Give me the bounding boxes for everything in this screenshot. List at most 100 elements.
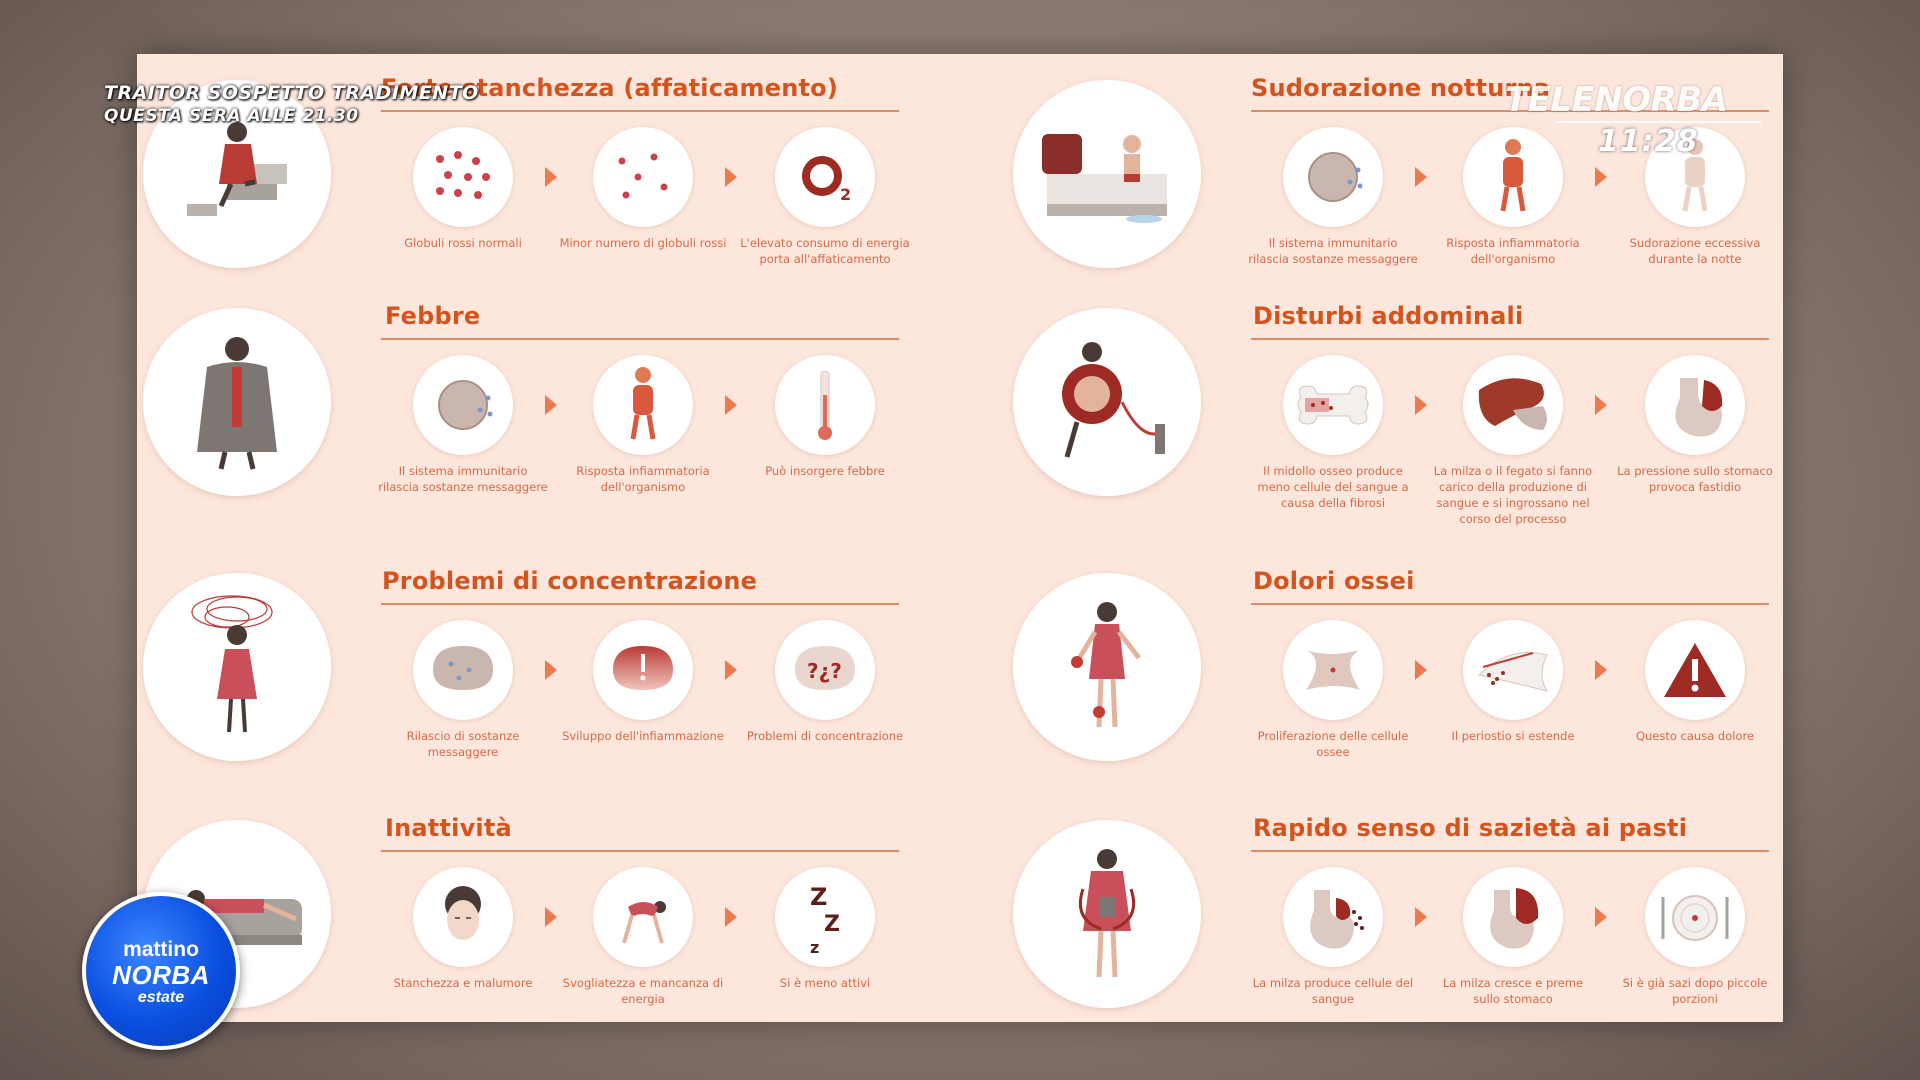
section-title: Inattività	[385, 814, 512, 842]
immune-cell-icon	[1283, 127, 1383, 227]
step-item: Il periostio si estende	[1428, 620, 1598, 744]
step-item: Risposta infiammatoria dell'organismo	[1428, 127, 1598, 267]
section-rule	[381, 603, 899, 605]
plate-icon	[1645, 867, 1745, 967]
section-rule	[1251, 850, 1769, 852]
bent-person-icon	[593, 867, 693, 967]
step-label: Il midollo osseo produce meno cellule de…	[1257, 464, 1409, 510]
step-label: Rilascio di sostanze messaggere	[406, 729, 520, 759]
sweating-in-bed-icon	[1013, 80, 1201, 268]
show-logo: mattino NORBA estate	[82, 892, 240, 1050]
person-bone-pain-icon	[1013, 573, 1201, 761]
step-label: Risposta infiammatoria dell'organismo	[576, 464, 710, 494]
stairs-climbing-person-icon	[143, 80, 331, 268]
inflamed-body-icon	[593, 355, 693, 455]
arrow-icon	[545, 907, 557, 927]
confused-person-icon	[143, 573, 331, 761]
section-rule	[1251, 603, 1769, 605]
section-rule	[1251, 338, 1769, 340]
bone-marrow-icon	[1283, 355, 1383, 455]
arrow-icon	[1595, 660, 1607, 680]
svg-text:?¿?: ?¿?	[807, 659, 842, 683]
arrow-icon	[725, 167, 737, 187]
section-title: Febbre	[385, 302, 481, 330]
step-item: La milza o il fegato si fanno carico del…	[1428, 355, 1598, 527]
periosteum-icon	[1463, 620, 1563, 720]
step-item: La milza produce cellule del sangue	[1248, 867, 1418, 1007]
arrow-icon	[725, 395, 737, 415]
step-item: Rilascio di sostanze messaggere	[378, 620, 548, 760]
section-rule	[381, 850, 899, 852]
person-full-stomach-icon	[1013, 820, 1201, 1008]
step-label: La milza o il fegato si fanno carico del…	[1433, 464, 1593, 526]
sweating-body-icon	[1645, 127, 1745, 227]
step-label: Sviluppo dell'infiammazione	[562, 729, 724, 743]
section-title: Dolori ossei	[1253, 567, 1415, 595]
step-label: Il sistema immunitario rilascia sostanze…	[378, 464, 548, 494]
step-label: Problemi di concentrazione	[746, 729, 904, 743]
step-item: Globuli rossi normali	[378, 127, 548, 251]
promo-title: TRAITOR SOSPETTO TRADIMENTO	[104, 82, 479, 104]
step-label: Stanchezza e malumore	[393, 976, 533, 990]
svg-text:2: 2	[840, 185, 851, 204]
arrow-icon	[1595, 395, 1607, 415]
arrow-icon	[725, 907, 737, 927]
red-blood-cells-icon	[413, 127, 513, 227]
clock: 11:28	[1598, 124, 1699, 159]
logo-line2: NORBA	[112, 960, 210, 990]
step-item: Risposta infiammatoria dell'organismo	[558, 355, 728, 495]
channel-logo: TELENORBA	[1505, 80, 1728, 120]
step-label: La milza produce cellule del sangue	[1252, 976, 1414, 1006]
arrow-icon	[545, 660, 557, 680]
step-label: Globuli rossi normali	[404, 236, 522, 250]
spleen-stomach-icon	[1463, 867, 1563, 967]
svg-text:Z: Z	[824, 912, 840, 937]
arrow-icon	[725, 660, 737, 680]
promo-time: QUESTA SERA ALLE 21.30	[104, 106, 359, 126]
section-rule	[1251, 110, 1769, 112]
logo-line1: mattino	[123, 938, 199, 961]
step-label: Si è meno attivi	[779, 976, 871, 990]
step-item: Si è già sazi dopo piccole porzioni	[1610, 867, 1780, 1007]
arrow-icon	[1415, 660, 1427, 680]
svg-text:z: z	[810, 938, 819, 957]
section-title: Problemi di concentrazione	[382, 567, 758, 595]
step-item: Sviluppo dell'infiammazione	[558, 620, 728, 744]
brain-inflamed-icon	[593, 620, 693, 720]
spleen-cells-icon	[1283, 867, 1383, 967]
channel-divider	[1556, 121, 1761, 123]
step-item: ?¿? Problemi di concentrazione	[740, 620, 910, 744]
section-title: Forte stanchezza (affaticamento)	[381, 74, 839, 102]
oxygen-o2-icon: 2	[775, 127, 875, 227]
tired-face-icon	[413, 867, 513, 967]
arrow-icon	[1595, 167, 1607, 187]
warning-icon	[1645, 620, 1745, 720]
step-label: Proliferazione delle cellule ossee	[1257, 729, 1409, 759]
step-label: Minor numero di globuli rossi	[559, 236, 727, 250]
bone-cells-icon	[1283, 620, 1383, 720]
promo-ticker: TRAITOR SOSPETTO TRADIMENTO QUESTA SERA …	[104, 82, 479, 126]
logo-line3: estate	[137, 989, 185, 1006]
step-item: Il sistema immunitario rilascia sostanze…	[1248, 127, 1418, 267]
step-label: Questo causa dolore	[1635, 729, 1755, 743]
person-with-pump-icon	[1013, 308, 1201, 496]
section-title: Rapido senso di sazietà ai pasti	[1253, 814, 1688, 842]
arrow-icon	[1595, 907, 1607, 927]
section-rule	[381, 338, 899, 340]
arrow-icon	[1415, 907, 1427, 927]
step-item: 2 L'elevato consumo di energia porta all…	[740, 127, 910, 267]
step-label: Il periostio si estende	[1451, 729, 1575, 743]
immune-cell-icon	[413, 355, 513, 455]
step-label: La milza cresce e preme sullo stomaco	[1442, 976, 1584, 1006]
inflamed-body-icon	[1463, 127, 1563, 227]
arrow-icon	[1415, 395, 1427, 415]
step-item: La milza cresce e preme sullo stomaco	[1428, 867, 1598, 1007]
person-in-blanket-icon	[143, 308, 331, 496]
step-item: Proliferazione delle cellule ossee	[1248, 620, 1418, 760]
section-rule	[381, 110, 899, 112]
brain-messengers-icon	[413, 620, 513, 720]
step-label: Si è già sazi dopo piccole porzioni	[1622, 976, 1768, 1006]
svg-text:Z: Z	[810, 883, 827, 911]
few-blood-cells-icon	[593, 127, 693, 227]
